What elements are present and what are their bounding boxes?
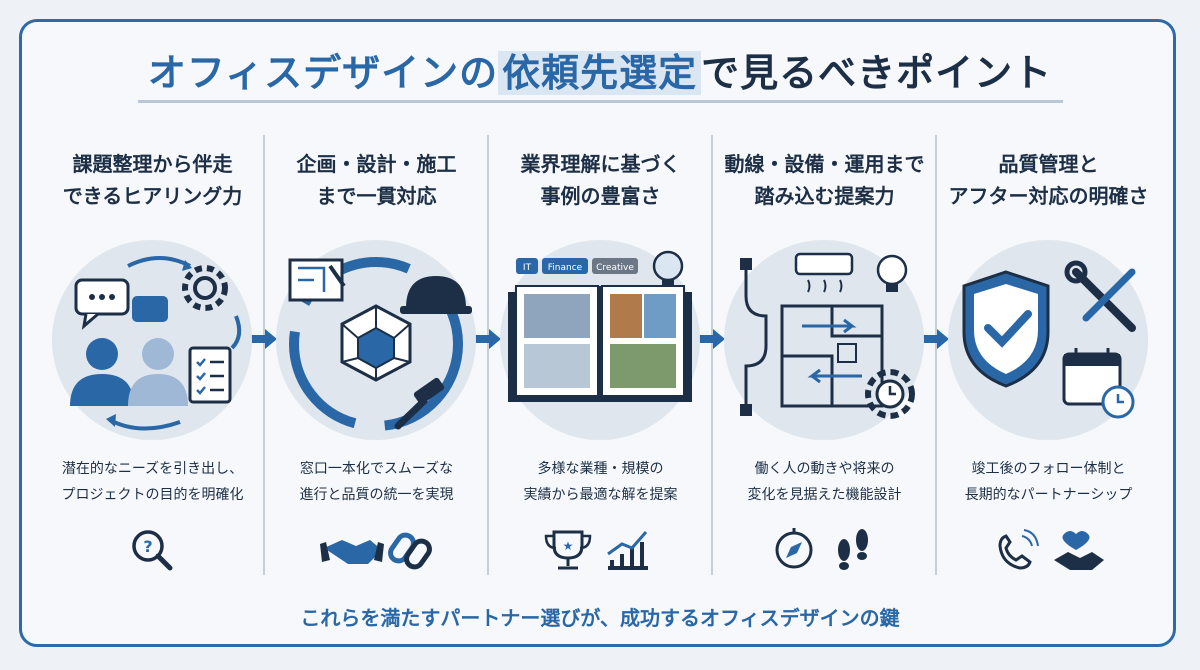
column-description: 多様な業種・規模の 実績から最適な解を提案 bbox=[523, 461, 678, 503]
cycle-arrow-icon bbox=[127, 256, 191, 268]
point-column-proposal: 動線・設備・運用まで 踏み込む提案力 働く人の動きや将来の bbox=[712, 140, 937, 580]
checklist-icon bbox=[188, 346, 232, 404]
hearing-illustration bbox=[70, 256, 242, 431]
handshake-chain-icons bbox=[320, 532, 432, 570]
column-description: 竣工後のフォロー体制と 長期的なパートナーシップ bbox=[964, 461, 1133, 503]
point-column-hearing: 課題整理から伴走 できるヒアリング力 潜在 bbox=[40, 140, 265, 580]
growth-chart-icon bbox=[607, 531, 648, 570]
arrow-right-icon bbox=[699, 329, 725, 349]
gear-icon bbox=[182, 265, 228, 311]
arrow-right-icon bbox=[923, 329, 949, 349]
trophy-icon: ★ bbox=[544, 530, 592, 570]
compass-icon bbox=[775, 528, 813, 569]
phone-icon bbox=[998, 529, 1039, 570]
arrow-right-icon bbox=[251, 329, 277, 349]
flow-layout-illustration bbox=[740, 252, 915, 419]
air-conditioner-icon bbox=[794, 252, 854, 293]
point-column-after-support: 品質管理と アフター対応の明確さ 竣工後のフォロー体制と 長期的なパートナーシッ… bbox=[936, 140, 1161, 580]
point-column-case-studies: 業界理解に基づく 事例の豊富さ IT Finance Creative bbox=[488, 140, 713, 580]
column-heading: 業界理解に基づく 事例の豊富さ bbox=[520, 152, 681, 208]
integrated-cycle-illustration bbox=[288, 257, 472, 431]
arrow-right-icon bbox=[475, 329, 501, 349]
magnifier-question-icon: ? bbox=[132, 530, 173, 571]
column-divider bbox=[487, 135, 489, 575]
phone-handshake-icons bbox=[998, 529, 1104, 570]
footer-conclusion: これらを満たすパートナー選びが、成功するオフィスデザインの鍵 bbox=[300, 606, 900, 630]
page-title: オフィスデザインの依頼先選定で見るべきポイント bbox=[0, 42, 1200, 97]
column-heading: 企画・設計・施工 まで一貫対応 bbox=[296, 152, 457, 208]
industry-tags: IT Finance Creative bbox=[516, 258, 638, 274]
column-description: 窓口一本化でスムーズな 進行と品質の統一を実現 bbox=[299, 461, 454, 503]
hard-hat-icon bbox=[400, 276, 472, 314]
tag-finance: Finance bbox=[548, 263, 583, 273]
column-heading: 課題整理から伴走 できるヒアリング力 bbox=[62, 152, 243, 208]
column-divider bbox=[263, 135, 265, 575]
quality-support-illustration bbox=[962, 260, 1136, 419]
hammer-icon bbox=[394, 377, 445, 430]
handshake-icon bbox=[320, 540, 384, 564]
calendar-clock-icon bbox=[1062, 348, 1135, 419]
open-book-icon bbox=[508, 285, 692, 402]
gear-clock-icon bbox=[865, 369, 915, 419]
title-part3: で見るべきポイント bbox=[701, 51, 1053, 95]
cable-icon bbox=[740, 258, 768, 416]
heart-handshake-icon bbox=[1054, 531, 1104, 570]
wrench-screwdriver-icon bbox=[1064, 260, 1136, 332]
column-divider bbox=[711, 135, 713, 575]
tag-creative: Creative bbox=[596, 263, 634, 273]
people-icon bbox=[70, 338, 188, 406]
shield-check-icon bbox=[962, 270, 1050, 388]
column-divider bbox=[935, 135, 937, 575]
cube-icon bbox=[340, 304, 412, 382]
compass-footprints-icons bbox=[775, 528, 868, 570]
svg-text:★: ★ bbox=[563, 539, 574, 553]
lightbulb-brain-icon bbox=[652, 250, 684, 286]
column-description: 働く人の動きや将来の 変化を見据えた機能設計 bbox=[747, 461, 902, 503]
column-heading: 動線・設備・運用まで 踏み込む提案力 bbox=[724, 152, 925, 208]
title-part1: オフィスデザインの bbox=[147, 51, 499, 95]
blueprint-icon bbox=[288, 258, 346, 302]
speech-bubble-icon bbox=[74, 278, 168, 330]
footprints-icon bbox=[838, 529, 868, 570]
column-description: 潜在的なニーズを引き出し、 プロジェクトの目的を明確化 bbox=[61, 461, 244, 503]
trophy-growth-icons: ★ bbox=[544, 530, 648, 570]
title-highlight: 依頼先選定 bbox=[498, 51, 702, 95]
case-book-illustration: IT Finance Creative bbox=[508, 250, 692, 402]
chain-link-icon bbox=[388, 532, 432, 570]
point-column-integrated: 企画・設計・施工 まで一貫対応 窓口一本化でスムーズな 進行と品質の統一を実現 bbox=[264, 140, 489, 580]
title-underline bbox=[138, 100, 1063, 103]
lightbulb-icon bbox=[876, 254, 908, 292]
tag-it: IT bbox=[523, 263, 532, 273]
svg-text:?: ? bbox=[143, 537, 152, 556]
column-heading: 品質管理と アフター対応の明確さ bbox=[948, 152, 1149, 208]
